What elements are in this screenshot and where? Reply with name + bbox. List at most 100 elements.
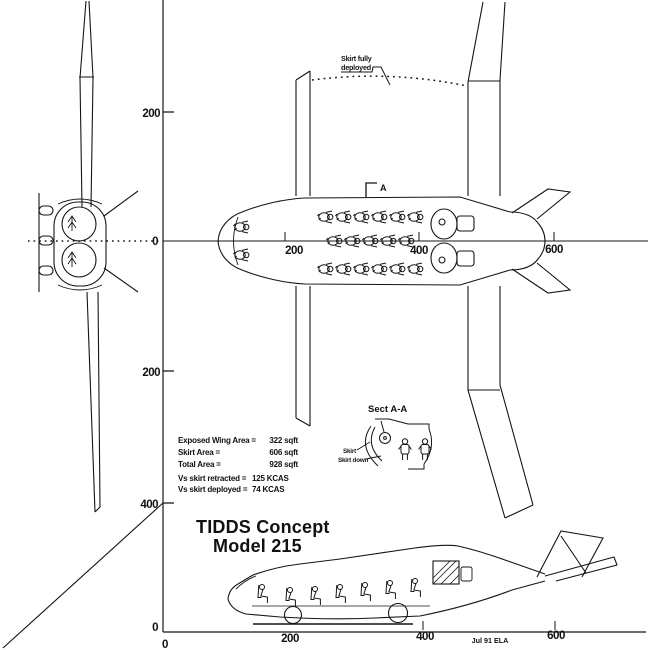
- section-frame: [408, 423, 433, 470]
- plan-canopy-arc: [233, 216, 239, 266]
- plan-axis-ticks: [284, 232, 555, 241]
- passenger-figure: [406, 262, 424, 276]
- plan-axis-label-600: 600: [545, 244, 563, 256]
- aft-wheel: [387, 602, 409, 624]
- front-prop-hub-lower: [67, 251, 77, 267]
- front-tail-tab-1: [38, 205, 54, 216]
- area-stat-label: Total Area =: [178, 460, 221, 469]
- front-tail-tab-3: [38, 265, 54, 276]
- left-axis-label-200-upper: 200: [142, 108, 160, 120]
- front-fuselage-skirt-lines: [57, 198, 103, 291]
- left-axis-label-200-lower: 200: [142, 367, 160, 379]
- passenger-figure: [352, 262, 370, 276]
- passenger-figure: [352, 210, 370, 224]
- section-passenger-figure: [398, 438, 412, 461]
- front-stub-diagonals: [103, 190, 139, 293]
- passenger-figure-side: [310, 586, 321, 606]
- passenger-figure: [406, 210, 424, 224]
- side-tail-stab: [544, 556, 618, 582]
- passenger-figure: [334, 210, 352, 224]
- axis-labels: 200 0 200 400 0 0 200 400 600 200 400 60…: [140, 108, 565, 650]
- front-view: [2, 0, 164, 649]
- concept-title-line1: TIDDS Concept: [196, 517, 330, 537]
- speed-stat-label: Vs skirt deployed =: [178, 485, 248, 494]
- pilot-figure-side: [257, 584, 268, 604]
- section-inset: Sect A-A Skirt Skirt down: [338, 404, 433, 470]
- section-hub-center: [383, 436, 387, 440]
- bottom-axis-ticks: [422, 621, 556, 630]
- plan-axis-label-200: 200: [285, 245, 303, 257]
- side-engine-hatch: [432, 560, 460, 585]
- area-stat-value: 928 sqft: [269, 460, 298, 469]
- bottom-axis-label-400: 400: [416, 631, 434, 643]
- plan-tail-fin-upper: [511, 188, 572, 220]
- origin-label: 0: [162, 639, 168, 650]
- front-prop-lower: [61, 242, 97, 278]
- left-axis-label-400: 400: [140, 499, 158, 511]
- section-hub: [379, 432, 391, 444]
- engine-stub-lower: [456, 250, 475, 267]
- side-tail-fin: [536, 530, 604, 578]
- passenger-figure: [388, 262, 406, 276]
- engine-hub-lower: [438, 256, 446, 264]
- front-wing-upper: [79, 0, 94, 208]
- passenger-figure: [370, 210, 388, 224]
- side-engine-box: [432, 560, 460, 585]
- area-stat-value: 322 sqft: [269, 436, 298, 445]
- skirt-note: Skirt fully deployed: [341, 54, 391, 86]
- bottom-axis-label-600: 600: [547, 630, 565, 642]
- plan-wing-strip-right: [467, 1, 534, 519]
- passenger-figure: [388, 210, 406, 224]
- front-prop-upper: [61, 206, 97, 242]
- section-cut-mark: [365, 182, 377, 197]
- speed-stat-value: 125 KCAS: [252, 474, 290, 483]
- skirt-note-leader: [341, 66, 391, 86]
- side-passengers: [257, 578, 421, 607]
- speed-stat-label: Vs skirt retracted =: [178, 474, 247, 483]
- passenger-figure-side: [385, 580, 396, 600]
- section-skirt-arc: [364, 425, 383, 467]
- passenger-figure-side: [285, 587, 296, 607]
- stats-block: Exposed Wing Area = 322 sqft Skirt Area …: [178, 436, 299, 494]
- area-stat-label: Skirt Area =: [178, 448, 221, 457]
- plan-axis-label-400: 400: [410, 245, 428, 257]
- main-wheel: [283, 605, 303, 625]
- passenger-figure-side: [360, 582, 371, 602]
- passenger-figure: [370, 262, 388, 276]
- skirt-note-line2: deployed: [341, 63, 371, 72]
- section-skirt-label: Skirt: [343, 448, 357, 455]
- front-fuselage: [53, 201, 107, 287]
- engine-stub-upper: [456, 215, 475, 232]
- left-axis-label-0: 0: [152, 236, 158, 248]
- section-cut-letter: A: [380, 183, 387, 193]
- section-skirt-down-label: Skirt down: [338, 457, 369, 464]
- plan-view: [217, 1, 572, 519]
- passenger-figure: [334, 262, 352, 276]
- plan-fuselage: [217, 196, 511, 286]
- plan-tail-fin-lower: [511, 262, 572, 294]
- area-stat-value: 606 sqft: [269, 448, 298, 457]
- front-wing-lower: [86, 291, 101, 513]
- passenger-figure: [316, 210, 334, 224]
- front-wing-long-diagonal: [2, 502, 164, 649]
- left-axis-label-0-bottom: 0: [152, 622, 158, 634]
- plan-wing-strip-left: [295, 70, 311, 427]
- left-axis-ticks: [163, 111, 174, 504]
- passenger-figure: [316, 262, 334, 276]
- plan-passengers: [232, 210, 424, 276]
- passenger-figure-side: [410, 578, 421, 598]
- side-fuselage: [227, 544, 546, 620]
- section-top-link: [375, 418, 409, 433]
- skirt-note-line1: Skirt fully: [341, 54, 372, 63]
- side-canopy: [235, 575, 257, 590]
- front-tail-tab-2: [38, 235, 54, 246]
- engine-hub-upper: [438, 218, 446, 226]
- speed-stat-value: 74 KCAS: [252, 485, 285, 494]
- passenger-figure-side: [335, 584, 346, 604]
- date-stamp: Jul 91 ELA: [472, 636, 509, 645]
- plan-tail-cap: [509, 211, 546, 271]
- section-label-leaders: [356, 441, 382, 460]
- title-block: TIDDS Concept Model 215: [196, 517, 330, 556]
